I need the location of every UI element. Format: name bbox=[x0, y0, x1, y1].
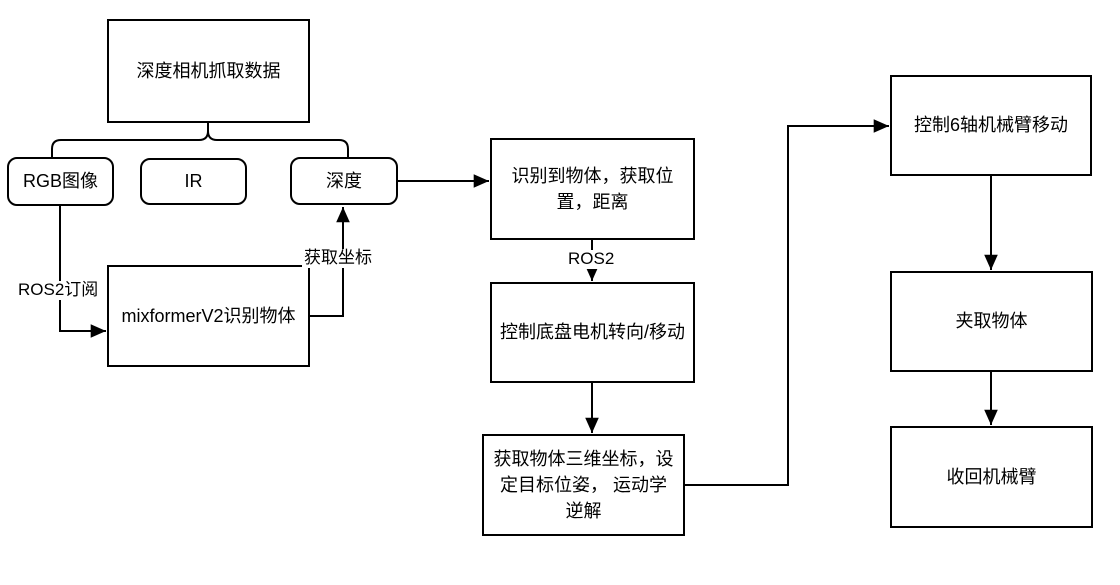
node-object-detected-position: 识别到物体，获取位置，距离 bbox=[490, 138, 695, 240]
node-grab-object: 夹取物体 bbox=[890, 271, 1093, 372]
edge-rgb-to-mixformer bbox=[59, 206, 106, 338]
node-depth-camera-capture: 深度相机抓取数据 bbox=[107, 19, 310, 123]
node-rgb-image-label: RGB图像 bbox=[22, 171, 98, 192]
node-chassis-motor-control-label: 控制底盘电机转向/移动 bbox=[500, 322, 685, 343]
edge-capture-split bbox=[51, 123, 349, 157]
node-object-detected-position-label: 识别到物体，获取位置，距离 bbox=[511, 165, 674, 212]
node-depth-label: 深度 bbox=[326, 170, 362, 191]
node-retract-arm: 收回机械臂 bbox=[890, 426, 1093, 528]
node-ir: IR bbox=[140, 158, 247, 205]
edge-coords-to-arm-move bbox=[685, 119, 889, 486]
node-ir-label: IR bbox=[184, 171, 203, 192]
node-grab-object-label: 夹取物体 bbox=[955, 311, 1028, 332]
node-6axis-arm-move: 控制6轴机械臂移动 bbox=[890, 75, 1092, 176]
node-3d-coords-inverse-kinematics-label: 获取物体三维坐标，设定目标位姿， 运动学逆解 bbox=[493, 448, 674, 522]
node-mixformer-recognition: mixformerV2识别物体 bbox=[107, 265, 310, 367]
node-chassis-motor-control: 控制底盘电机转向/移动 bbox=[490, 282, 695, 383]
node-depth-camera-capture-label: 深度相机抓取数据 bbox=[136, 60, 281, 81]
node-3d-coords-inverse-kinematics: 获取物体三维坐标，设定目标位姿， 运动学逆解 bbox=[482, 434, 685, 536]
node-rgb-image: RGB图像 bbox=[7, 157, 114, 206]
edge-label-ros2: ROS2 bbox=[566, 249, 617, 269]
edge-label-get-coords: 获取坐标 bbox=[302, 248, 374, 268]
node-6axis-arm-move-label: 控制6轴机械臂移动 bbox=[913, 115, 1068, 136]
node-depth: 深度 bbox=[290, 157, 398, 205]
node-mixformer-recognition-label: mixformerV2识别物体 bbox=[121, 305, 296, 326]
edge-mixformer-to-depth bbox=[310, 207, 350, 317]
edge-label-ros2-subscribe: ROS2订阅 bbox=[16, 280, 101, 300]
node-retract-arm-label: 收回机械臂 bbox=[946, 466, 1037, 487]
